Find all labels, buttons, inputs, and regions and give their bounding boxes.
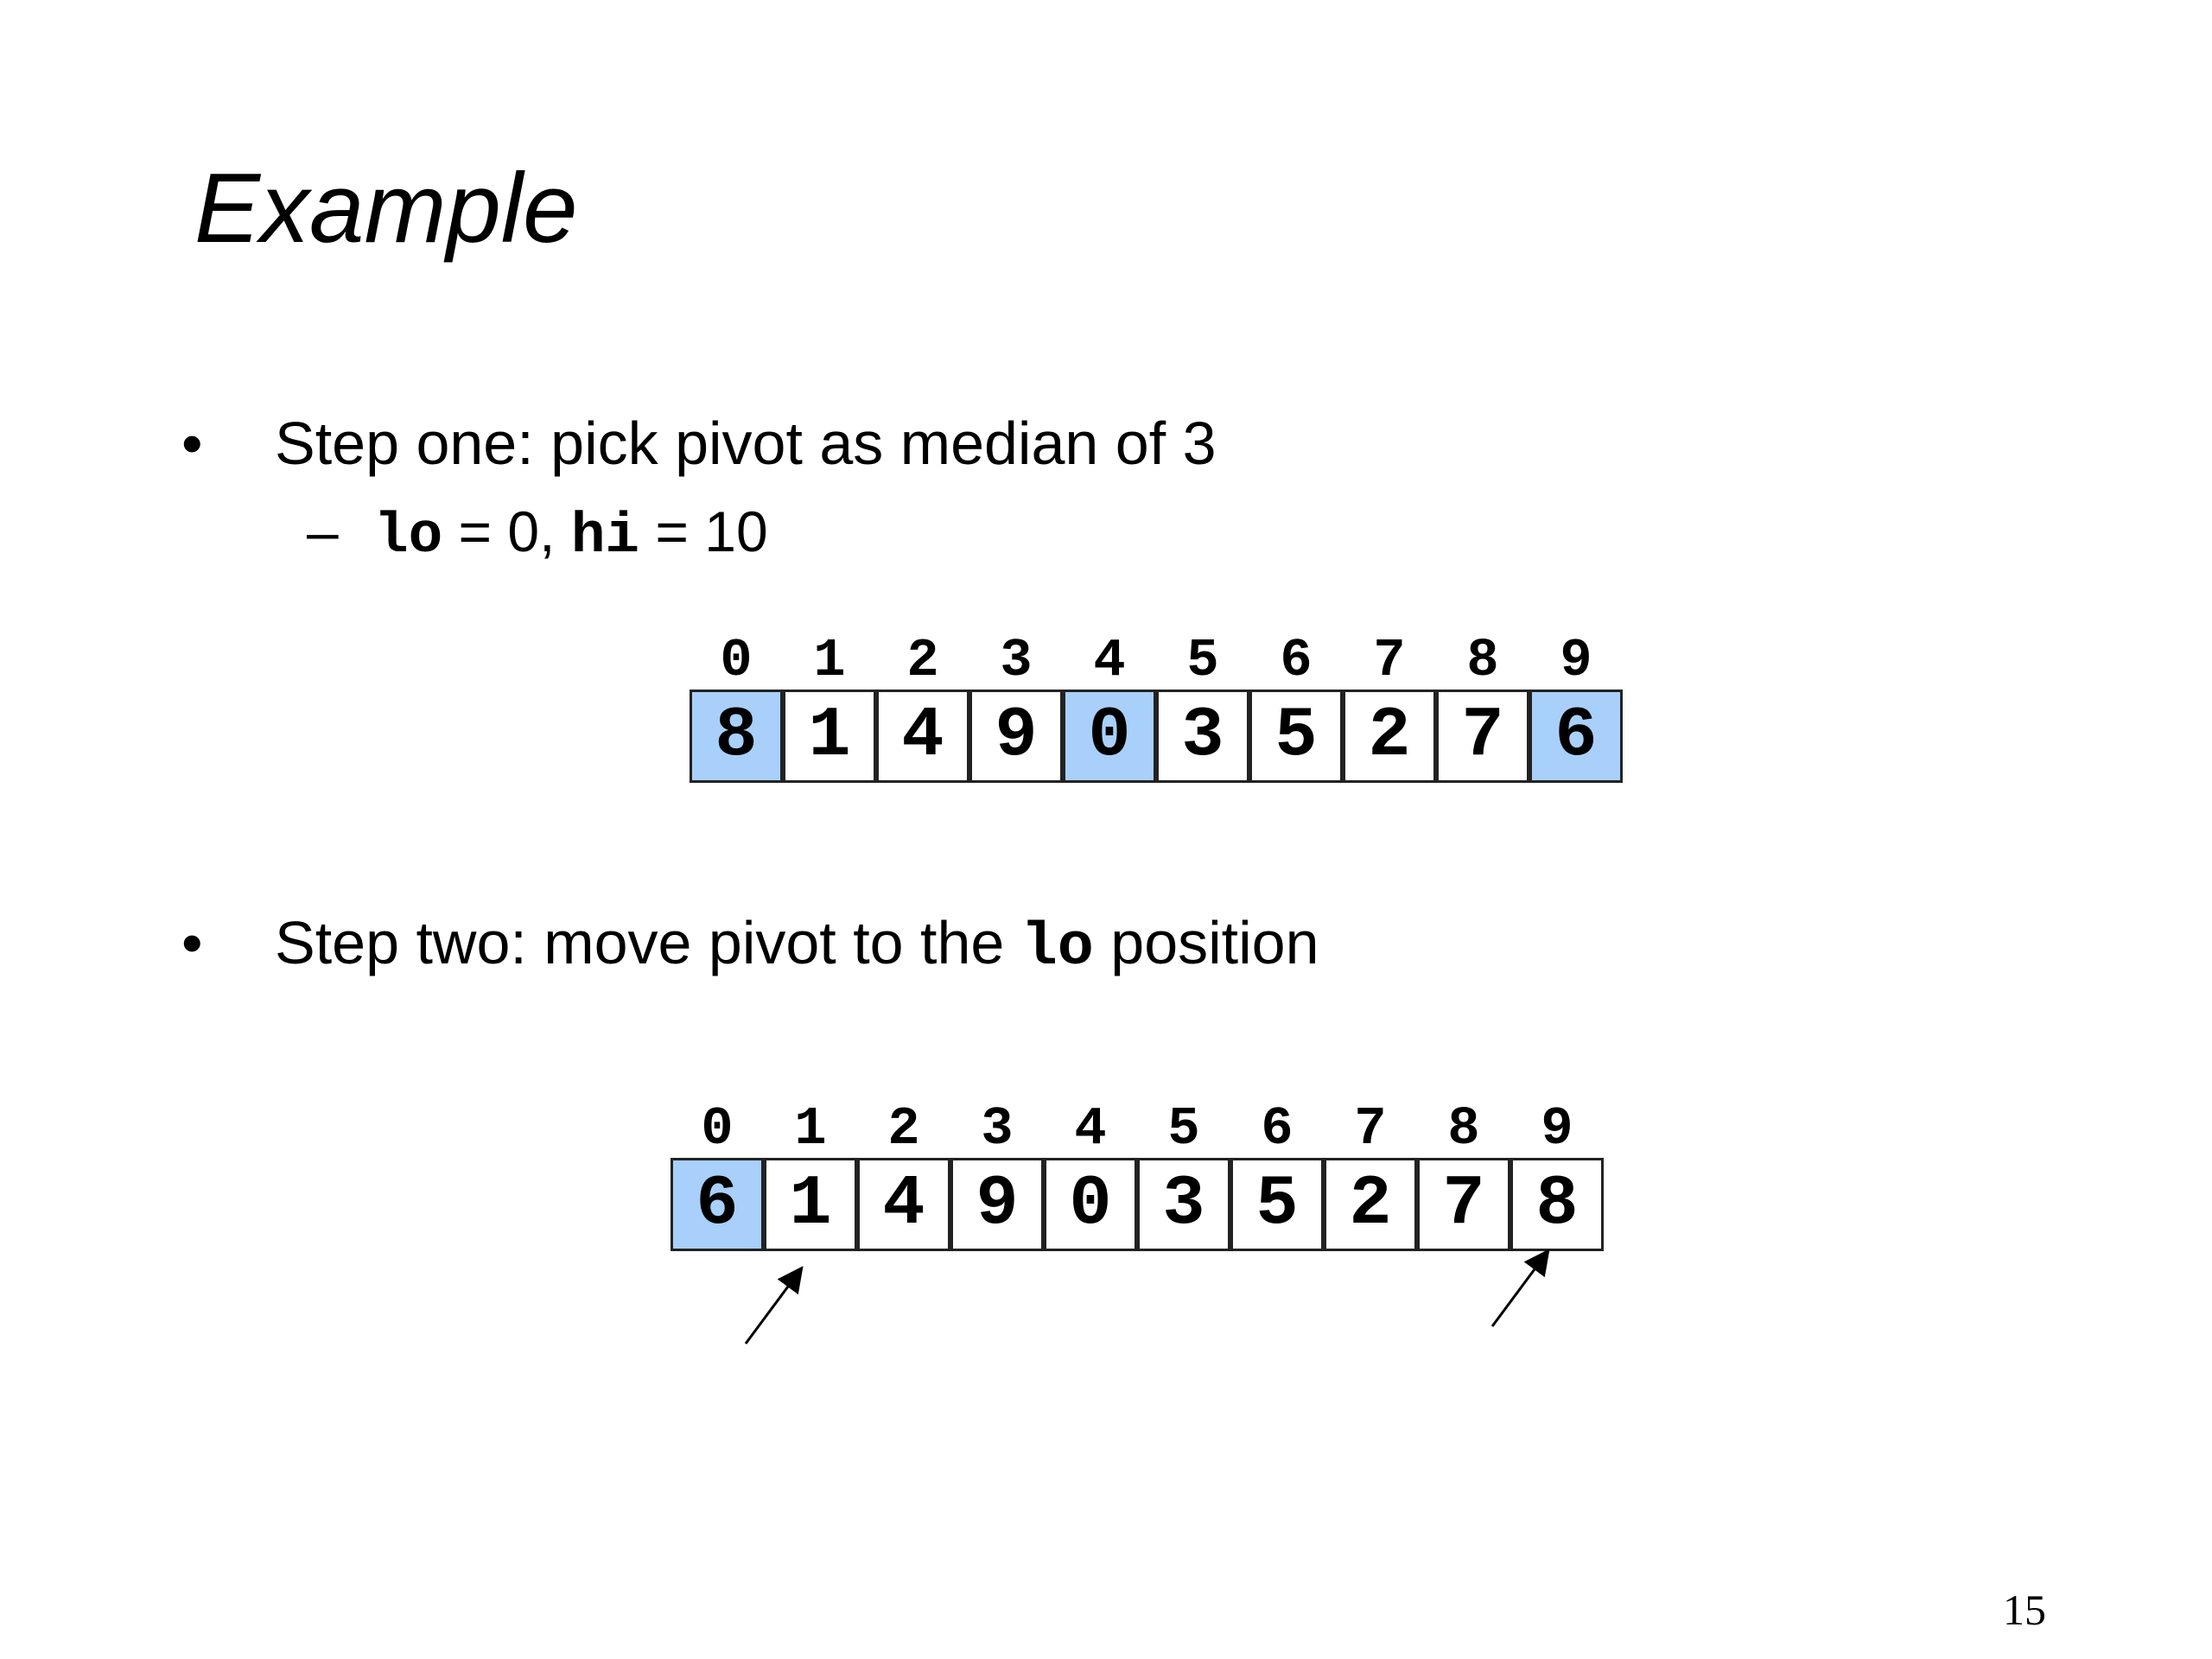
array-cell: 7 (1417, 1158, 1510, 1251)
step-two-after: position (1093, 909, 1319, 976)
arrow-left-pointer (744, 1266, 804, 1344)
index-label: 5 (1167, 1098, 1200, 1160)
array-cell: 9 (950, 1158, 1044, 1251)
array-cell: 8 (1510, 1158, 1604, 1251)
index-label: 4 (1074, 1098, 1107, 1160)
hi-value-text: = 10 (639, 499, 768, 563)
index-label: 1 (794, 1098, 827, 1160)
array-cell: 4 (876, 690, 969, 783)
array-cell: 7 (1436, 690, 1529, 783)
lo-value-text: = 0, (442, 499, 571, 563)
index-label: 0 (701, 1098, 734, 1160)
step-two-before: Step two: move pivot to the (275, 909, 1021, 976)
array-cell: 3 (1156, 690, 1249, 783)
index-label: 4 (1093, 630, 1126, 691)
array-cell-highlighted: 8 (690, 690, 783, 783)
array-cell-highlighted: 0 (1063, 690, 1156, 783)
array-cell: 4 (857, 1158, 950, 1251)
array-cell: 2 (1343, 690, 1436, 783)
index-label: 9 (1560, 630, 1592, 691)
index-label: 8 (1447, 1098, 1480, 1160)
array-cell-highlighted: 6 (671, 1158, 764, 1251)
index-label: 2 (887, 1098, 920, 1160)
index-label: 1 (813, 630, 846, 691)
array-cell: 1 (783, 690, 876, 783)
array-cell: 1 (764, 1158, 857, 1251)
index-label: 7 (1373, 630, 1406, 691)
arrow-right-pointer (1491, 1249, 1550, 1327)
bullet-step-two-text: Step two: move pivot to the lo position (275, 912, 1319, 979)
code-hi: hi (570, 504, 640, 569)
slide-title: Example (194, 154, 578, 264)
index-label: 5 (1186, 630, 1219, 691)
array-cell: 5 (1230, 1158, 1324, 1251)
index-label: 7 (1354, 1098, 1387, 1160)
index-label: 2 (906, 630, 939, 691)
index-label: 3 (981, 1098, 1014, 1160)
bullet-step-one-text: Step one: pick pivot as median of 3 (275, 410, 1217, 477)
index-label: 0 (720, 630, 753, 691)
page-number: 15 (2003, 1586, 2046, 1634)
bullet-marker: • (181, 410, 203, 477)
index-label: 6 (1261, 1098, 1294, 1160)
index-label: 8 (1466, 630, 1499, 691)
array-cell: 5 (1249, 690, 1343, 783)
code-lo: lo (374, 504, 443, 569)
sub-bullet-text: lo = 0, hi = 10 (374, 503, 768, 565)
index-label: 6 (1280, 630, 1313, 691)
bullet-marker: • (181, 909, 203, 976)
sub-bullet-marker: – (307, 499, 339, 563)
code-lo: lo (1020, 914, 1094, 982)
array-cell: 2 (1324, 1158, 1417, 1251)
index-label: 9 (1541, 1098, 1573, 1160)
array-cell: 3 (1137, 1158, 1230, 1251)
array-cell: 0 (1044, 1158, 1137, 1251)
array-cell: 9 (969, 690, 1063, 783)
index-label: 3 (1000, 630, 1033, 691)
array-cell-highlighted: 6 (1529, 690, 1623, 783)
